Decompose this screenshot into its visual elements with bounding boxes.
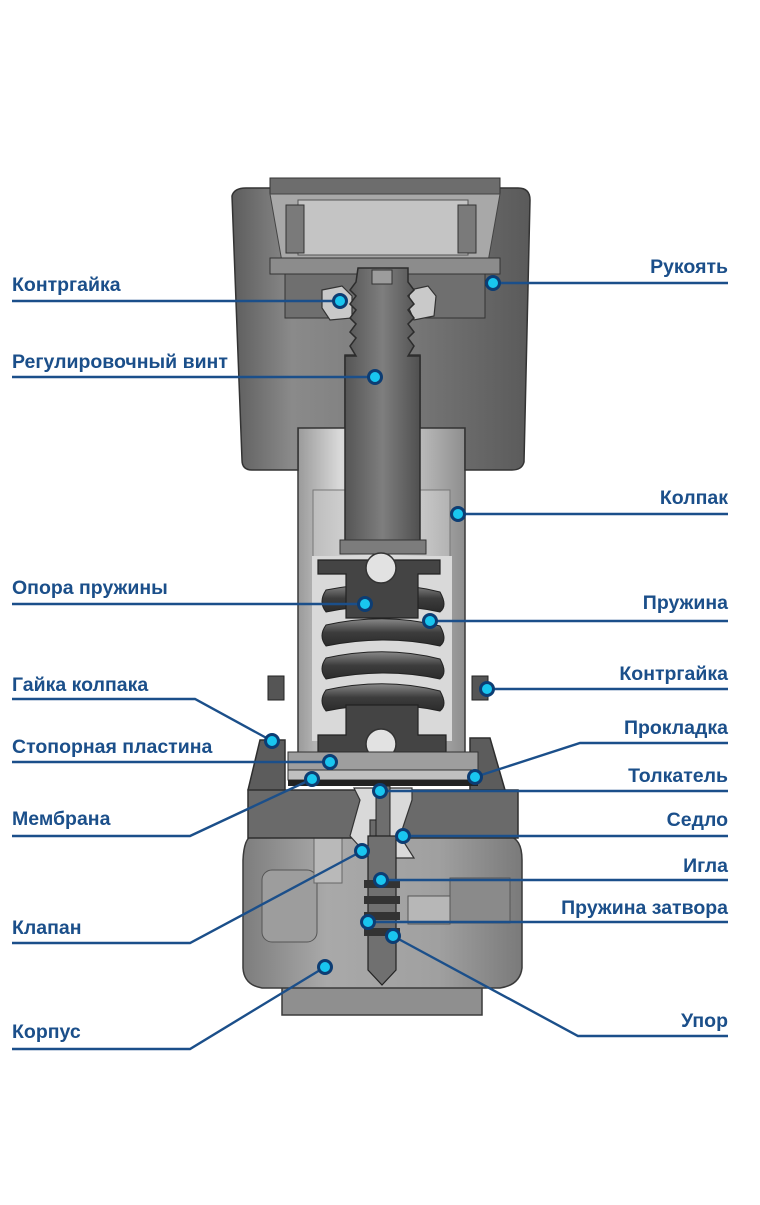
label-upor: Упор bbox=[681, 1010, 728, 1032]
marker-sedlo bbox=[395, 828, 411, 844]
adjusting-screw bbox=[339, 267, 427, 555]
marker-opora-pruzhiny bbox=[357, 596, 373, 612]
marker-pruzhina bbox=[422, 613, 438, 629]
label-korpus: Корпус bbox=[12, 1021, 81, 1043]
label-kolpak: Колпак bbox=[659, 487, 728, 509]
label-opora-pruzhiny: Опора пружины bbox=[12, 577, 168, 599]
label-tolkatel: Толкатель bbox=[628, 765, 728, 787]
marker-kontrgaika-mid bbox=[479, 681, 495, 697]
mid-locknut bbox=[267, 675, 285, 701]
callout-markers bbox=[264, 275, 501, 975]
label-rukoyat: Рукоять bbox=[650, 256, 728, 278]
label-pruzhina-zatvora: Пружина затвора bbox=[561, 897, 728, 919]
marker-tolkatel bbox=[372, 783, 388, 799]
label-igla: Игла bbox=[683, 855, 728, 877]
marker-rukoyat bbox=[485, 275, 501, 291]
marker-reg-vint bbox=[367, 369, 383, 385]
label-stopornaya-plastina: Стопорная пластина bbox=[12, 736, 213, 758]
marker-kolpak bbox=[450, 506, 466, 522]
label-gaika-kolpaka: Гайка колпака bbox=[12, 674, 149, 696]
label-membrana: Мембрана bbox=[12, 808, 111, 830]
label-kontrgaika-mid: Контргайка bbox=[619, 663, 728, 685]
marker-igla bbox=[373, 872, 389, 888]
marker-gaika-kolpaka bbox=[264, 733, 280, 749]
marker-upor bbox=[385, 928, 401, 944]
label-sedlo: Седло bbox=[666, 809, 728, 831]
marker-stopornaya-plastina bbox=[322, 754, 338, 770]
marker-pruzhina-zatvora bbox=[360, 914, 376, 930]
marker-kontrgaika-top bbox=[332, 293, 348, 309]
marker-korpus bbox=[317, 959, 333, 975]
label-reg-vint: Регулировочный винт bbox=[12, 351, 228, 373]
label-pruzhina: Пружина bbox=[642, 592, 728, 614]
label-klapan: Клапан bbox=[12, 917, 82, 939]
marker-prokladka bbox=[467, 769, 483, 785]
leader-lines bbox=[12, 281, 728, 1051]
label-prokladka: Прокладка bbox=[623, 717, 728, 739]
marker-klapan bbox=[354, 843, 370, 859]
label-kontrgaika-top: Контргайка bbox=[12, 274, 121, 296]
marker-membrana bbox=[304, 771, 320, 787]
